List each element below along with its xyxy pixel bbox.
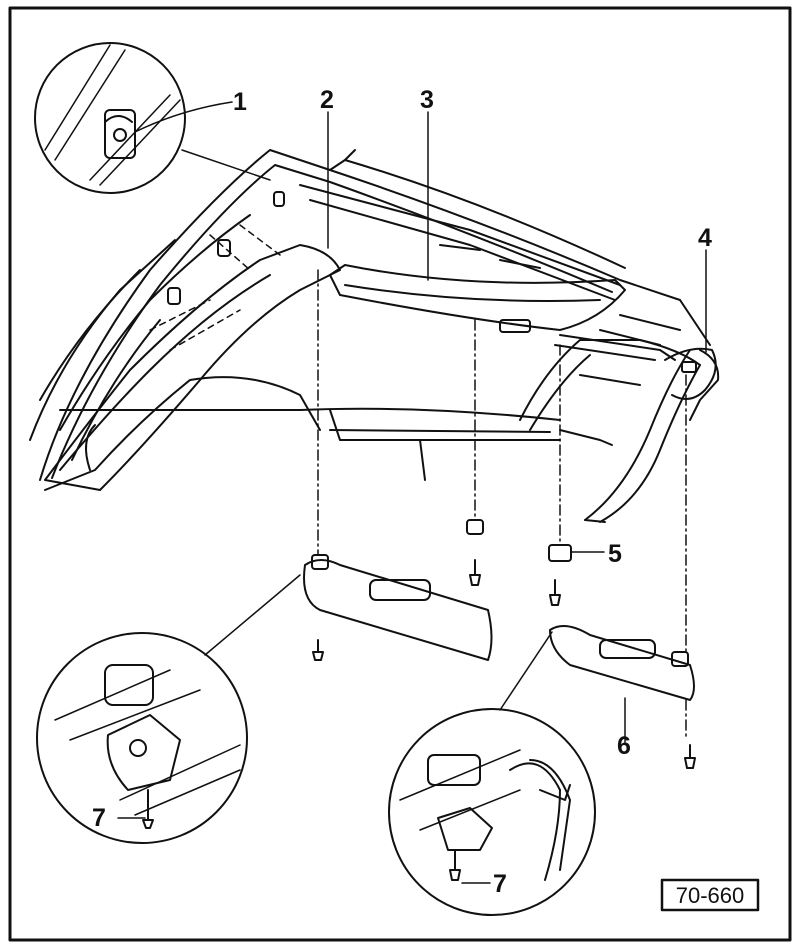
callout-6: 6	[617, 732, 631, 760]
reference-box	[660, 878, 760, 912]
figure-border	[8, 6, 792, 942]
detail-circle-bottom-right	[388, 631, 596, 916]
mounting-axes	[317, 269, 687, 656]
reference-number: 70-660	[676, 883, 745, 908]
leader-lines	[117, 101, 707, 884]
sun-visor-right	[549, 625, 695, 701]
callout-7-right: 7	[493, 870, 507, 898]
detail-circle-top	[34, 42, 271, 194]
detail-circle-bottom-left	[36, 574, 301, 844]
sun-visor-left	[303, 554, 493, 661]
callout-5: 5	[608, 540, 622, 568]
callout-4: 4	[698, 224, 712, 252]
roof-trim-strip	[329, 264, 676, 361]
grab-handle-trim	[664, 347, 717, 400]
callout-1: 1	[233, 88, 247, 116]
vehicle-body-outline	[29, 149, 720, 523]
callout-7-left: 7	[92, 804, 106, 832]
callout-2: 2	[320, 86, 334, 114]
callout-3: 3	[420, 86, 434, 114]
fasteners	[312, 519, 696, 769]
